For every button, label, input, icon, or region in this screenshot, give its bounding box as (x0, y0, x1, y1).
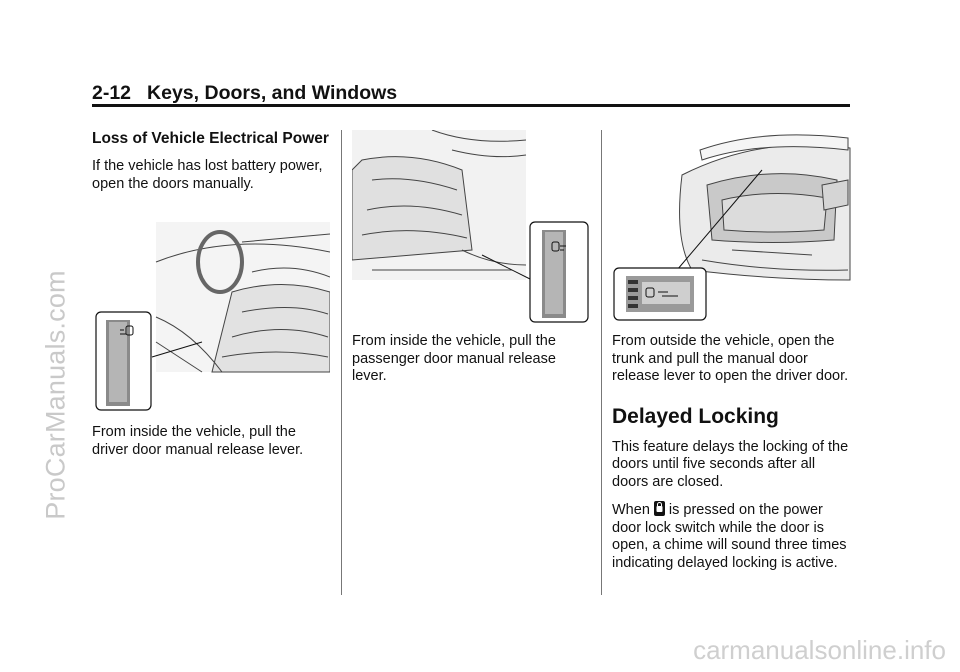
section-title: Keys, Doors, and Windows (147, 82, 398, 104)
driver-door-illustration (92, 222, 330, 412)
passenger-caption: From inside the vehicle, pull the passen… (352, 333, 556, 384)
page-number: 2-12 (92, 82, 132, 104)
delayed-locking-description: is pressed on the power door lock switch… (612, 502, 847, 571)
passenger-caption-block: From inside the vehicle, pull the passen… (352, 333, 590, 386)
column-1: Loss of Vehicle Electrical Power If the … (92, 130, 330, 193)
trunk-caption: From outside the vehicle, open the trunk… (612, 333, 849, 384)
passenger-door-illustration (352, 130, 590, 325)
when-text: When (612, 502, 650, 518)
lock-icon (653, 500, 666, 517)
side-watermark-text: ProCarManuals.com (40, 270, 71, 520)
section-heading: Loss of Vehicle Electrical Power (92, 130, 329, 147)
column-3: From outside the vehicle, open the trunk… (612, 333, 852, 572)
trunk-illustration (612, 130, 852, 325)
driver-caption: From inside the vehicle, pull the driver… (92, 424, 304, 458)
column-divider (341, 130, 342, 595)
page-header: 2-12 Keys, Doors, and Windows (92, 82, 397, 105)
column-divider (601, 130, 602, 595)
header-rule (92, 104, 850, 107)
bottom-watermark: carmanualsonline.info (693, 635, 946, 665)
intro-paragraph: If the vehicle has lost battery power, o… (92, 158, 323, 192)
driver-caption-block: From inside the vehicle, pull the driver… (92, 424, 330, 459)
delayed-locking-heading: Delayed Locking (612, 404, 779, 428)
delayed-locking-paragraph-1: This feature delays the locking of the d… (612, 438, 849, 490)
